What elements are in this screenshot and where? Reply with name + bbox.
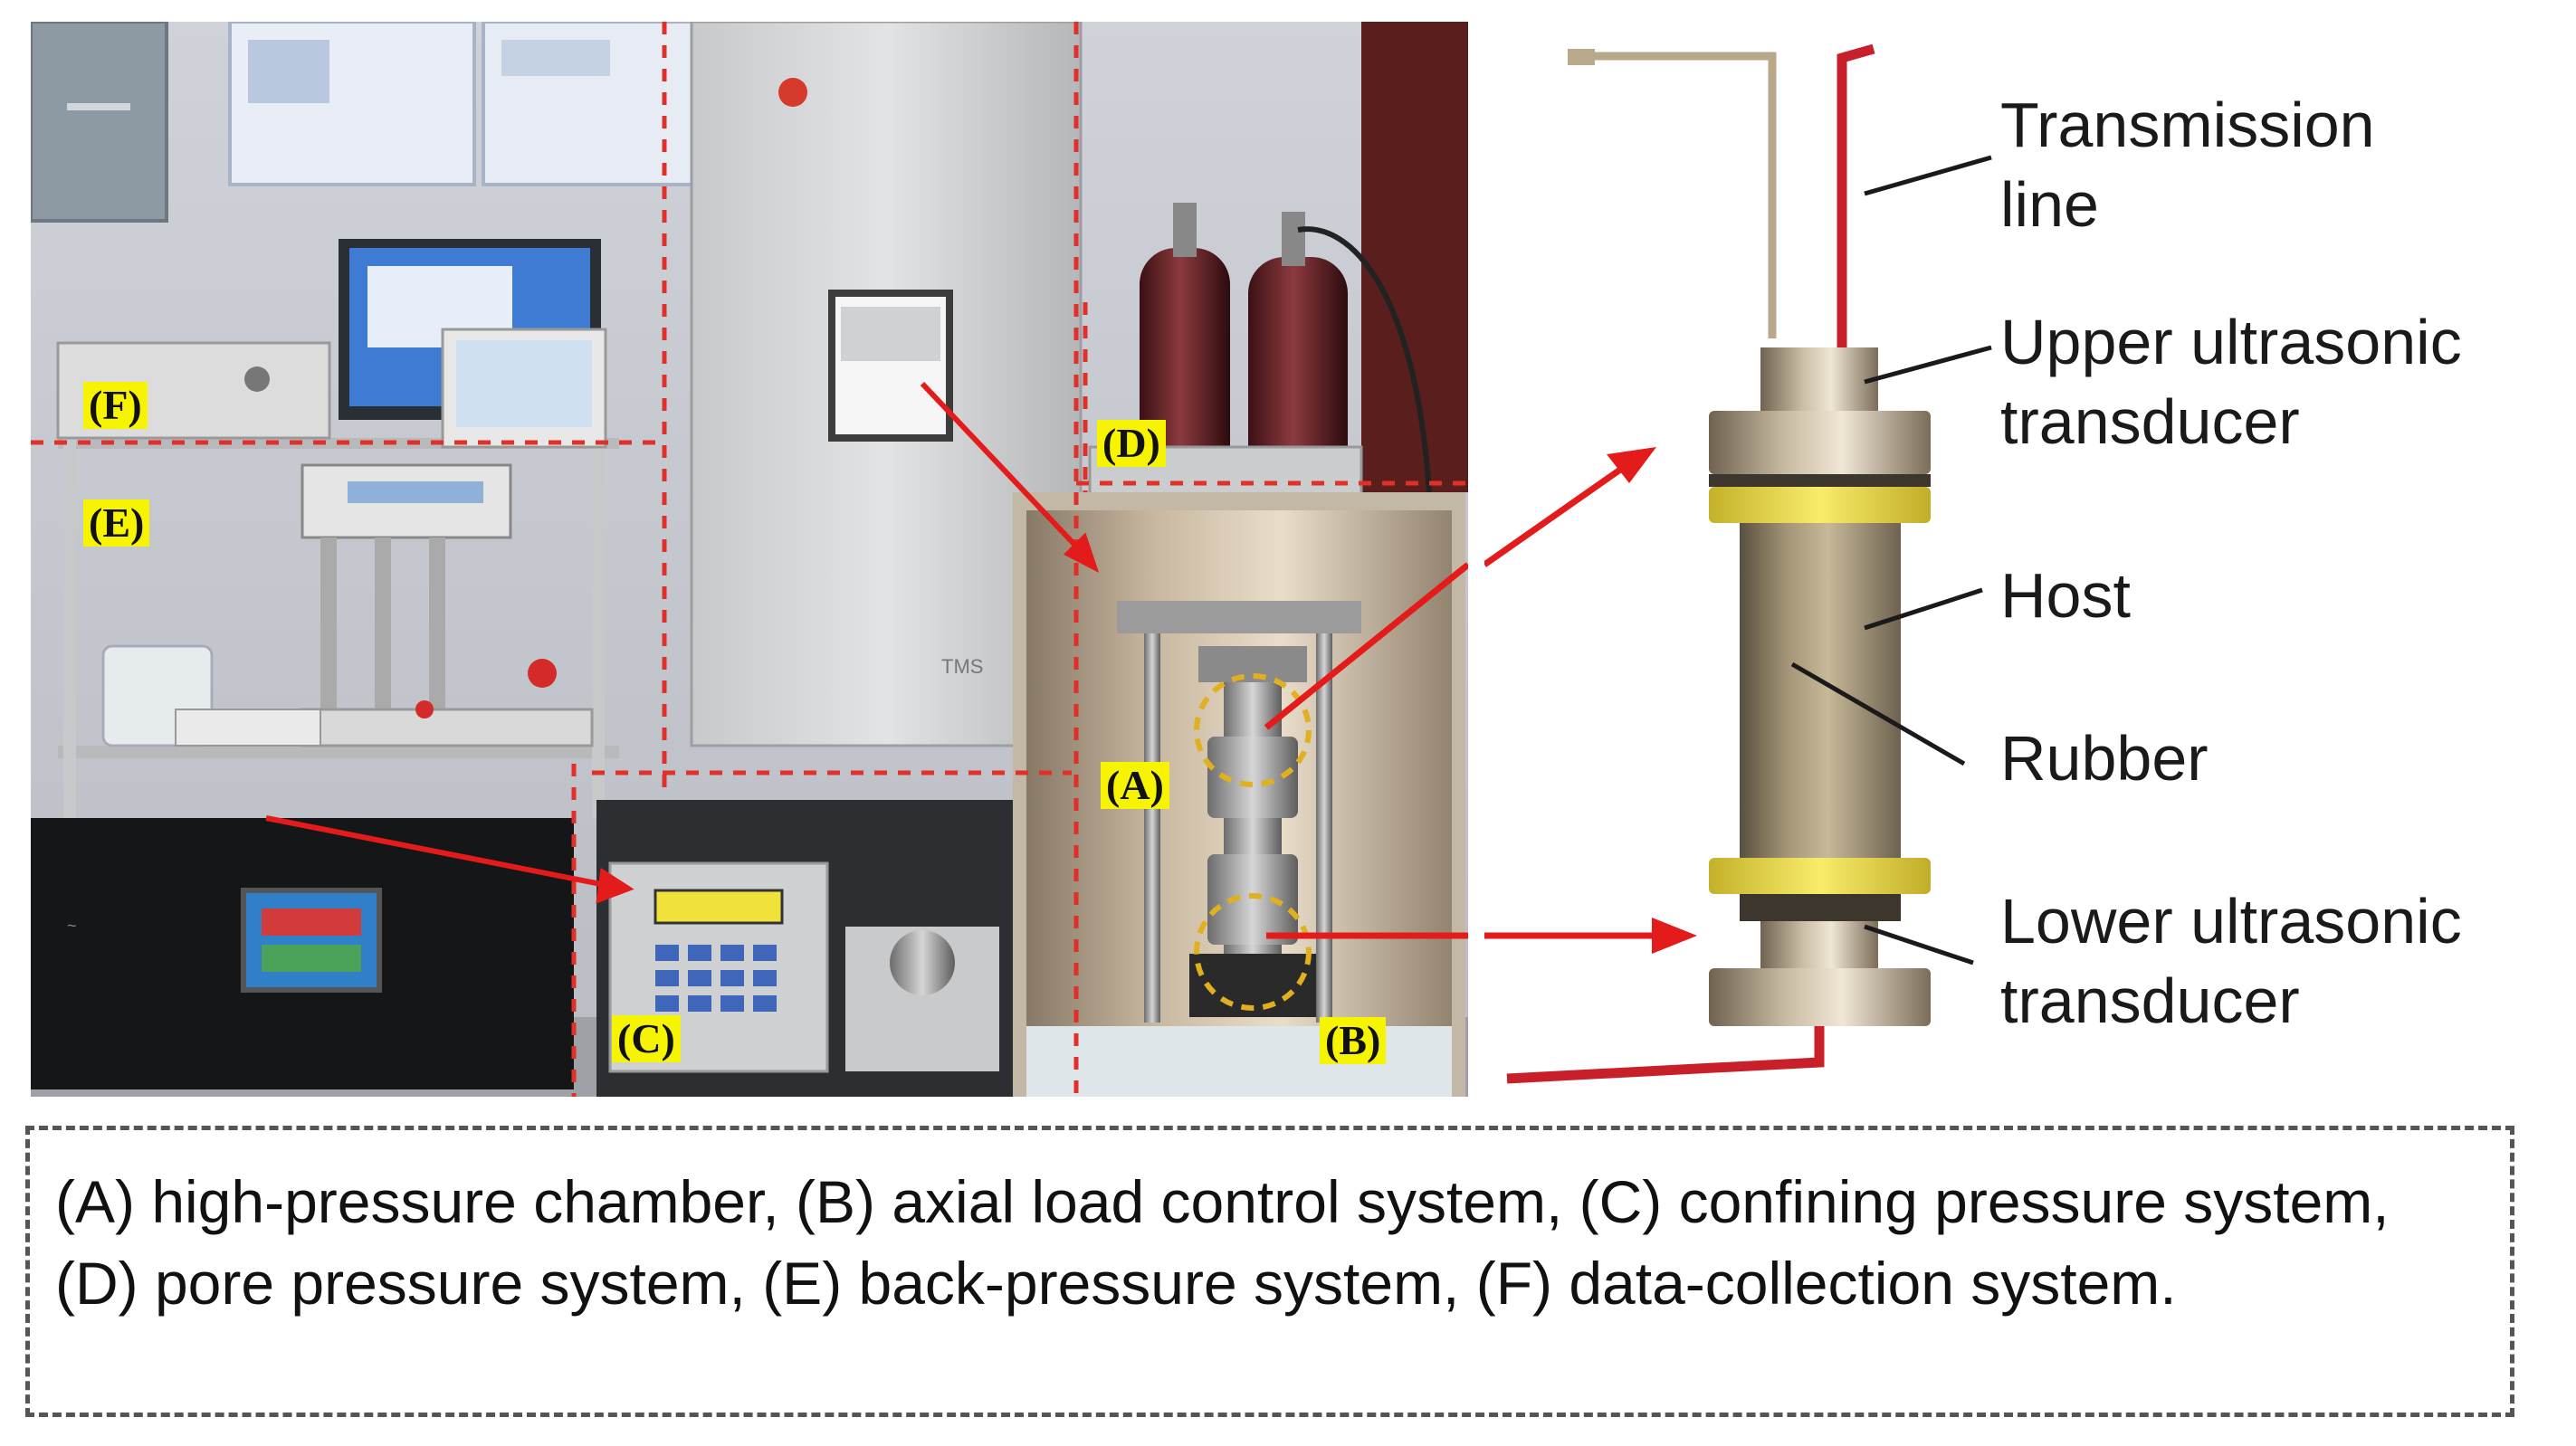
label-lower-transducer: Lower ultrasonic transducer (2000, 886, 2462, 1036)
label-upper-transducer: Upper ultrasonic transducer (2000, 307, 2462, 457)
arrow-head-upper (1607, 447, 1656, 483)
label-a: (A) (1101, 762, 1169, 809)
cabinet-brand-text: TMS (941, 655, 983, 678)
label-transmission-line: Transmission line (2000, 90, 2375, 240)
svg-text:~: ~ (67, 917, 77, 935)
sample-holder-schematic: Transmission line Upper ultrasonic trans… (1484, 22, 2571, 1097)
transmission-cable-red (1837, 43, 1875, 347)
apparatus-illustration: TMS ~ (31, 22, 1468, 1097)
label-f: (F) (83, 382, 148, 429)
label-host: Host (2000, 560, 2131, 631)
apparatus-photo: TMS ~ (31, 22, 1468, 1097)
label-rubber: Rubber (2000, 723, 2209, 794)
figure-caption-box: (A) high-pressure chamber, (B) axial loa… (25, 1126, 2514, 1417)
label-d: (D) (1097, 420, 1166, 467)
arrow-head-lower (1652, 918, 1697, 954)
label-c: (C) (612, 1015, 681, 1062)
label-e: (E) (83, 499, 150, 547)
label-b: (B) (1320, 1017, 1387, 1064)
schematic-drawing (1484, 43, 1992, 1084)
figure-caption-text: (A) high-pressure chamber, (B) axial loa… (55, 1168, 2390, 1317)
transmission-line-tube (1584, 52, 1777, 338)
